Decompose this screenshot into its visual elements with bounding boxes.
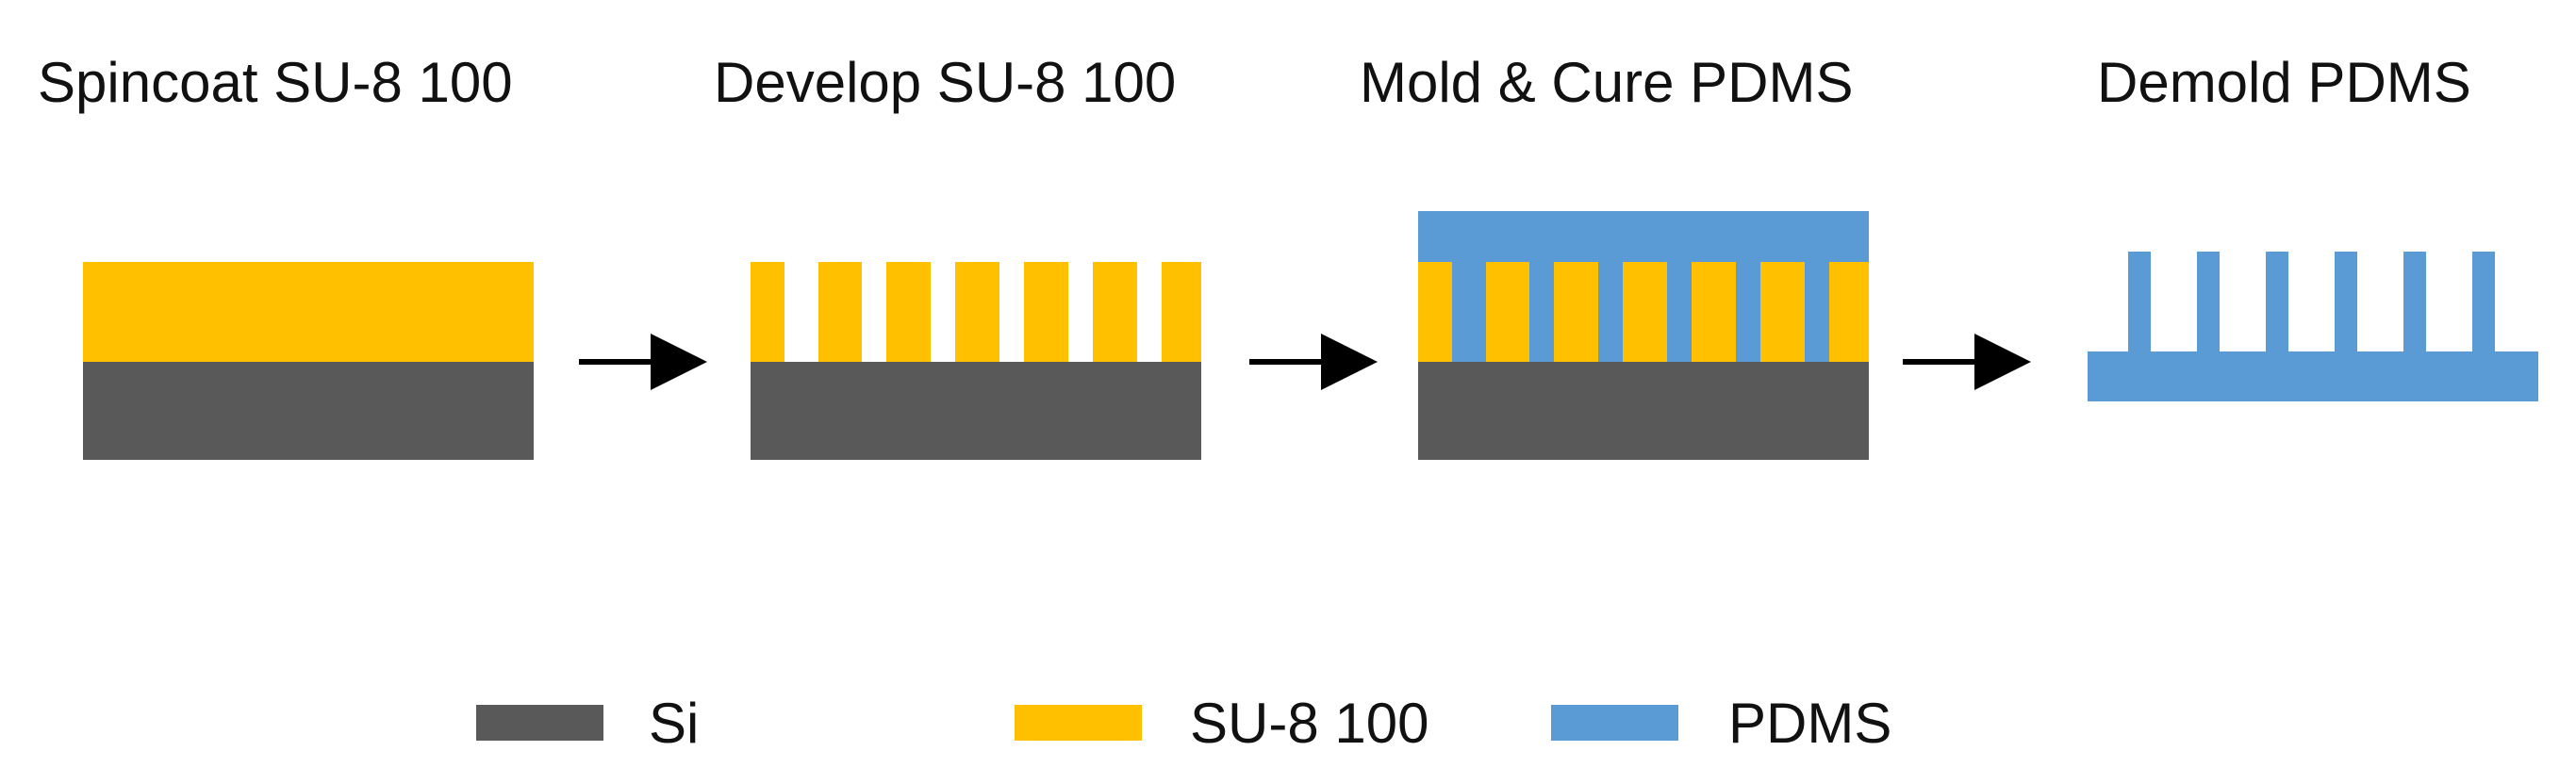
step-4-pdms-base: [2088, 351, 2538, 401]
step-3-su8-pillar: [1623, 262, 1667, 362]
step-2-su8-pillar: [818, 262, 862, 362]
legend-si-label: Si: [649, 692, 699, 755]
step-3-illustration: [1418, 211, 1869, 460]
step-4-pdms-pillar: [2266, 252, 2288, 351]
step-2-su8-pillar: [955, 262, 999, 362]
step-1-su8-layer: [83, 262, 534, 362]
step-2-title: Develop SU-8 100: [714, 51, 1176, 114]
step-4-pdms-pillar: [2197, 252, 2220, 351]
step-3-title: Mold & Cure PDMS: [1360, 51, 1853, 114]
legend-su8-label: SU-8 100: [1190, 692, 1428, 755]
step-4-pdms-pillar: [2128, 252, 2151, 351]
legend-su8-swatch: [1015, 705, 1142, 741]
step-2-si-substrate: [751, 362, 1201, 460]
step-3-su8-pillar: [1760, 262, 1805, 362]
legend-pdms-swatch: [1551, 705, 1678, 741]
step-3-pdms-layer: [1418, 211, 1869, 262]
step-3-su8-pillar: [1554, 262, 1598, 362]
step-4-title: Demold PDMS: [2097, 51, 2471, 114]
step-4-pdms-pillar: [2335, 252, 2357, 351]
step-1-illustration: [83, 262, 534, 460]
step-3-su8-pillar: [1692, 262, 1736, 362]
step-3-su8-pillar: [1486, 262, 1529, 362]
step-1-si-substrate: [83, 362, 534, 460]
step-4-pdms-pillar: [2472, 252, 2495, 351]
step-2-su8-pillar: [1093, 262, 1137, 362]
step-2-su8-pillar: [1162, 262, 1201, 362]
step-1-title: Spincoat SU-8 100: [38, 51, 513, 114]
step-3-si-substrate: [1418, 362, 1869, 460]
step-2-su8-pillar: [751, 262, 784, 362]
step-2-su8-pillar: [1024, 262, 1068, 362]
legend: Si SU-8 100 PDMS: [476, 692, 1891, 755]
step-4-pdms-pillar: [2403, 252, 2426, 351]
step-3-su8-pillar: [1418, 262, 1452, 362]
step-4-illustration: [2088, 252, 2538, 401]
step-3-su8-pillar: [1829, 262, 1869, 362]
step-2-su8-pillar: [886, 262, 931, 362]
legend-pdms-label: PDMS: [1728, 692, 1891, 755]
legend-si-swatch: [476, 705, 603, 741]
step-2-illustration: [751, 262, 1201, 460]
